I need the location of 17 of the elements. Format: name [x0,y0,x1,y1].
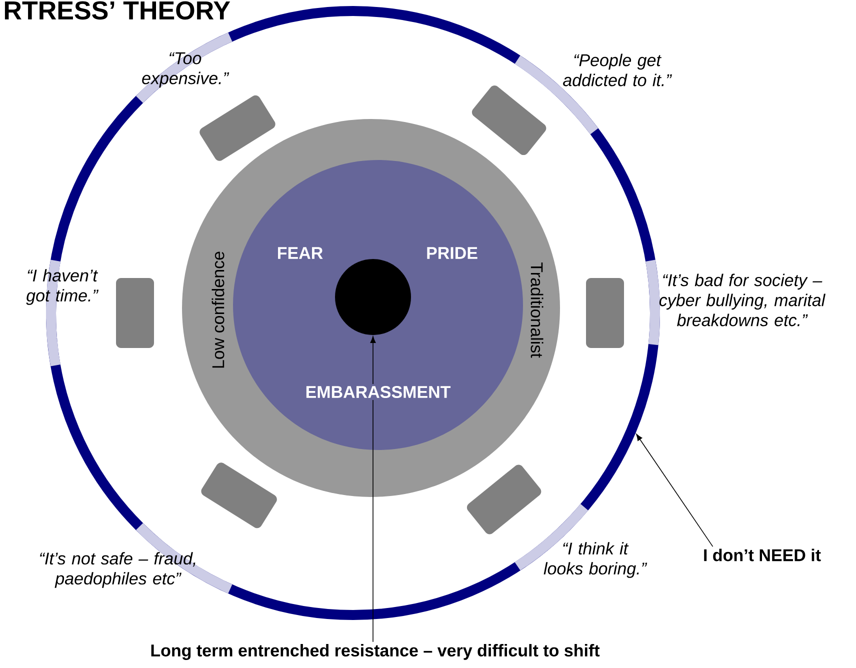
disc-label: Traditionalist [528,260,546,360]
title: RTRESS’ THEORY [4,1,230,20]
quote-text: “People get addicted to it.” [563,54,672,86]
quote-text: “It’s bad for society – cyber bullying, marital breakdowns etc.” [659,274,826,326]
disc-label: EMBARASSMENT [303,384,453,400]
core-circle [335,259,411,335]
arrow [636,434,714,547]
quote-text: “It’s not safe – fraud, paedophiles etc” [40,552,196,588]
quote-text: “I haven’t got time.” [26,269,99,305]
arrow [370,336,376,642]
disc-label: FEAR [274,245,326,261]
disc-label: PRIDE [424,245,480,261]
quote-text: “I think it looks boring.” [544,542,648,578]
caption-text: Long term entrenched resistance – very difficult to shift [151,644,600,660]
quote-text: “Too expensive.” [142,52,230,88]
callout-text: I don’t NEED it [704,548,821,562]
disc-label: Low confidence [210,248,226,372]
